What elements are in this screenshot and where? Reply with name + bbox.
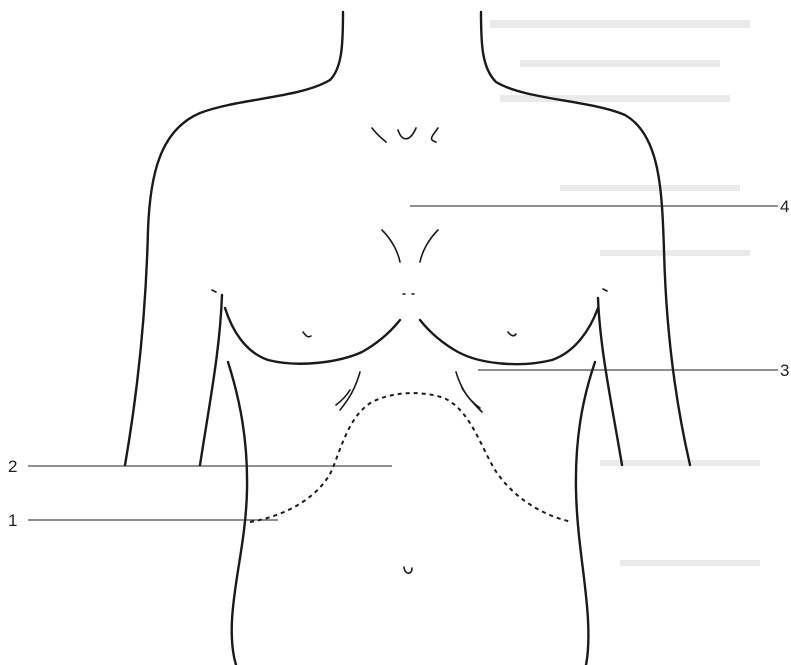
sternum-marks [382, 230, 438, 294]
liver-region-dashed-outline [250, 393, 572, 522]
right-inner-arm-outline [598, 298, 622, 465]
right-sternal-curve [420, 230, 438, 262]
left-clavicle-mark [372, 128, 386, 142]
right-pectoral [420, 308, 598, 364]
right-nipple [508, 332, 516, 336]
label-2: 2 [8, 457, 17, 476]
left-torso-side [228, 362, 247, 665]
body-outline [125, 12, 690, 665]
pectoral-outlines [212, 289, 607, 364]
left-inner-arm-outline [200, 295, 222, 465]
left-nipple [303, 332, 311, 337]
left-costal-margin [336, 372, 360, 410]
costal-margin-marks [336, 372, 482, 412]
label-3: 3 [780, 361, 789, 380]
navel-mark [404, 567, 412, 573]
right-axilla-mark [603, 289, 607, 291]
left-axilla-mark [212, 290, 216, 292]
left-pectoral [225, 308, 400, 364]
right-costal-margin [456, 372, 482, 412]
right-torso-side [576, 362, 595, 665]
suprasternal-notch [398, 128, 416, 139]
clavicle-marks [372, 128, 438, 142]
left-neck-shoulder-outline [125, 12, 343, 465]
label-4: 4 [780, 197, 789, 216]
background-bleed-through [490, 20, 760, 566]
right-clavicle-mark [432, 128, 438, 142]
left-sternal-curve [382, 230, 400, 262]
label-1: 1 [8, 511, 17, 530]
